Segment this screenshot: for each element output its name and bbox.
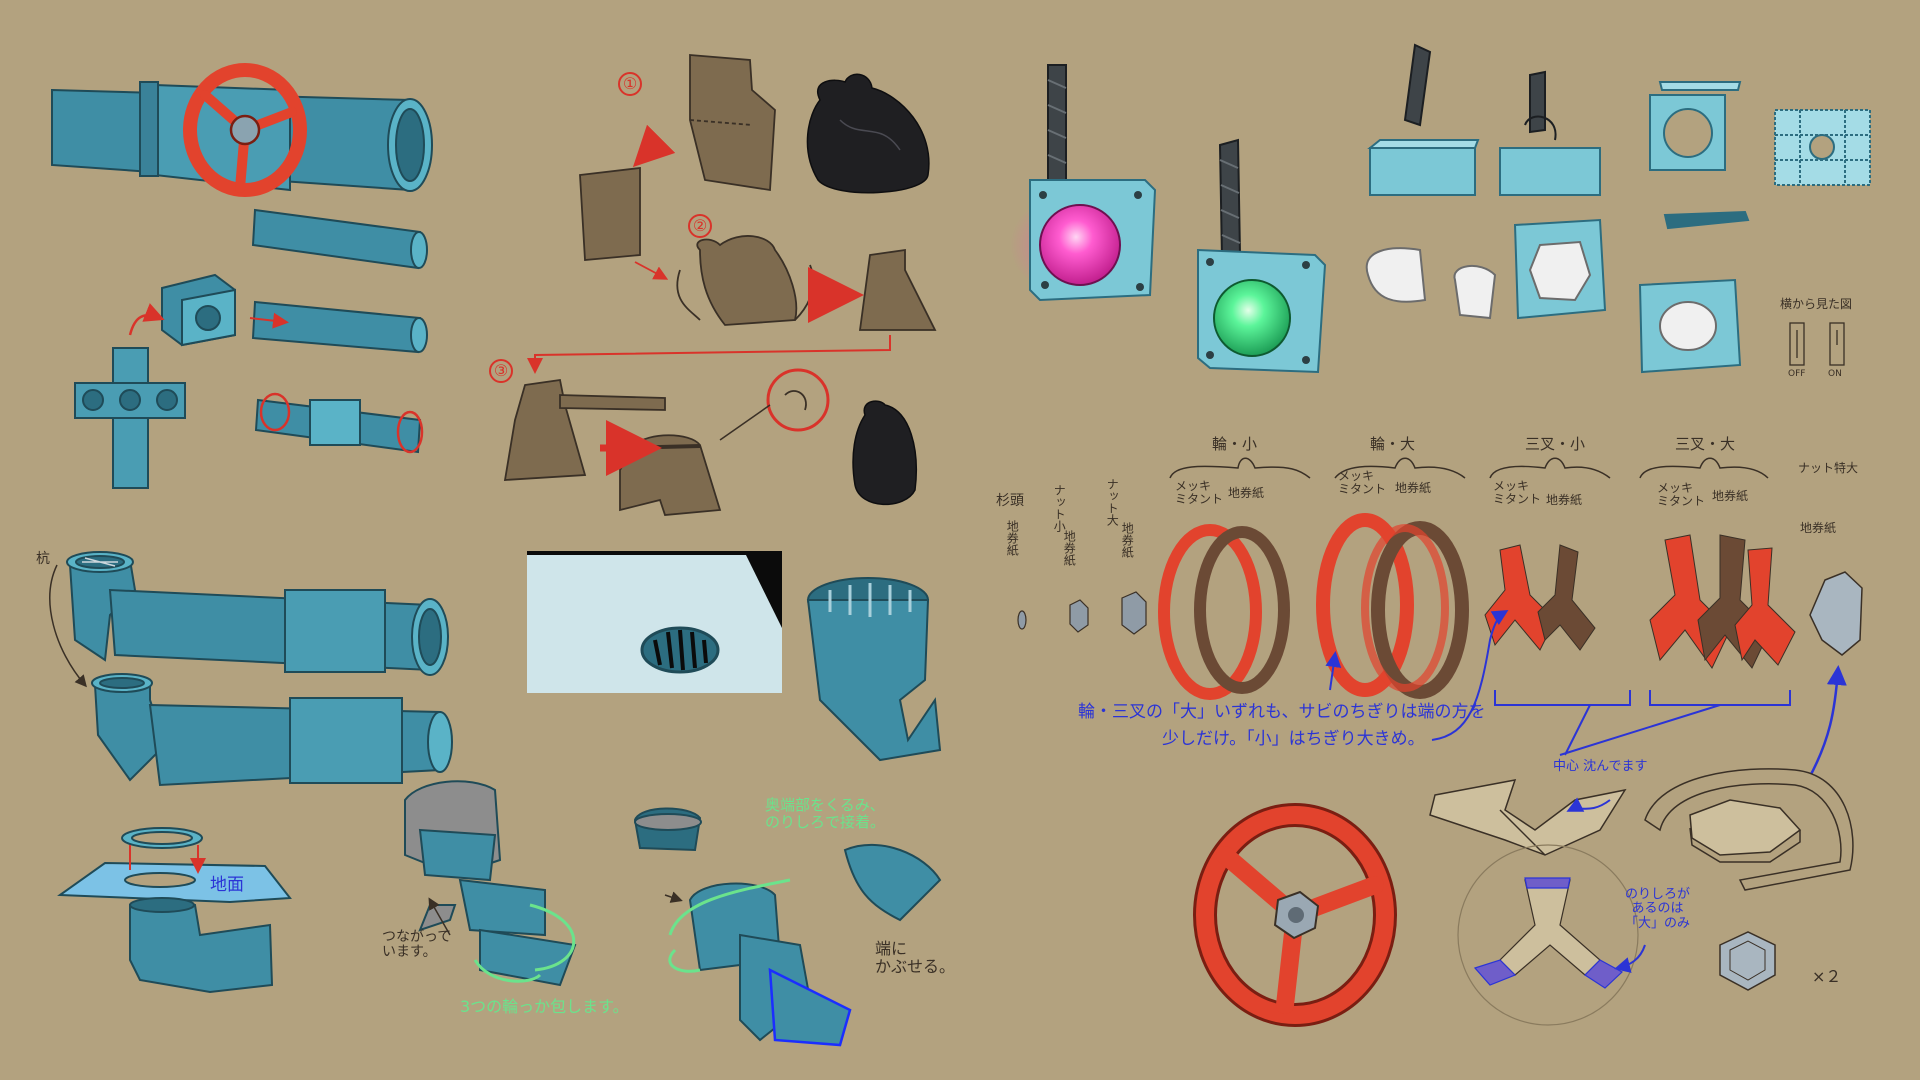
center-fold-note: 中心 沈んでます xyxy=(1553,760,1647,774)
stake-label: 杭 xyxy=(36,552,50,567)
black-bag-tied-icon xyxy=(853,401,916,504)
nut-extra-large-part xyxy=(1810,572,1862,655)
elbow-pipe-upper xyxy=(67,552,448,675)
elbow-pipe-lower xyxy=(92,674,452,785)
tri-fold-sketch xyxy=(1430,780,1625,855)
ring-small-paper-label: 地券紙 xyxy=(1228,487,1264,500)
tri-plate-sketch xyxy=(1458,845,1645,1025)
wrap-inside-note: 奥端部をくるみ、 のりしろで接着。 xyxy=(765,797,885,830)
lamp-pink xyxy=(1010,65,1155,300)
tri-large-part xyxy=(1650,535,1795,668)
ground-insert-assembly xyxy=(60,828,290,992)
bag-step-2 xyxy=(635,236,935,330)
cover-edge-note: 端に かぶせる。 xyxy=(875,940,955,975)
drain-grate-icon xyxy=(642,628,718,672)
step-number-2: ② xyxy=(688,214,712,238)
tri-small-plating-label: メッキ ミタント xyxy=(1493,480,1541,506)
nut-extra-large-label: ナット特大 xyxy=(1798,462,1858,475)
pipe-with-grate xyxy=(808,578,940,760)
side-view-diagram xyxy=(1790,323,1844,365)
times-two-label: ×２ xyxy=(1812,968,1841,986)
lamp-green xyxy=(1198,140,1325,372)
step-number-1: ① xyxy=(618,72,642,96)
valve-pipe-assembly xyxy=(52,70,432,191)
tri-large-paper-label: 地券紙 xyxy=(1712,490,1748,503)
pipe-cube-joint xyxy=(162,275,235,345)
bag-step-1 xyxy=(580,55,775,260)
tri-small-part xyxy=(1485,545,1595,650)
cedar-head-paper-label: 地券紙 xyxy=(1005,520,1018,580)
rust-note-line1: 輪・三叉の「大」いずれも、サビのちぎりは端の方を xyxy=(1078,703,1486,722)
side-view-label: 横から見た図 xyxy=(1780,298,1852,311)
ring-small-label: 輪・小 xyxy=(1212,436,1257,453)
tri-large-label: 三叉・大 xyxy=(1675,436,1735,453)
tri-small-paper-label: 地券紙 xyxy=(1546,494,1582,507)
ring-large-label: 輪・大 xyxy=(1370,436,1415,453)
step-number-3: ③ xyxy=(489,359,513,383)
step-3-guide-line xyxy=(535,335,890,370)
black-bag-icon xyxy=(807,74,928,192)
nut-small-part xyxy=(1070,600,1088,632)
ground-label: 地面 xyxy=(210,876,244,895)
ring-small-plating-label: メッキ ミタント xyxy=(1175,480,1223,506)
off-label: OFF xyxy=(1788,370,1805,380)
cube-unfolded-net xyxy=(75,348,185,488)
cedar-head-part xyxy=(1018,611,1026,629)
pipe-rotating-assembly xyxy=(256,394,422,452)
ring-large-paper-label: 地券紙 xyxy=(1395,482,1431,495)
grate-panel xyxy=(527,553,782,693)
nut-small-paper-label: 地券紙 xyxy=(1062,530,1075,585)
hexagon-band-sketch xyxy=(1645,769,1853,890)
parts-list xyxy=(1018,458,1862,780)
ring-large-plating-label: メッキ ミタント xyxy=(1338,470,1386,496)
valve-wheel-large-icon xyxy=(1205,815,1385,1015)
glue-margin-note: のりしろが あるのは 「大」のみ xyxy=(1625,888,1690,931)
pink-lamp-bulb xyxy=(1040,205,1120,285)
nut-large-part xyxy=(1122,592,1146,634)
construction-right xyxy=(635,808,940,1045)
three-rings-note: 3つの輪っか包します。 xyxy=(460,998,629,1016)
cedar-head-label: 杉頭 xyxy=(996,494,1024,509)
connected-note: つながって います。 xyxy=(382,930,451,961)
nut-large-paper-label: 地券紙 xyxy=(1120,522,1133,577)
pipe-segment-2 xyxy=(250,302,427,352)
on-label: ON xyxy=(1828,370,1842,380)
ring-large-part xyxy=(1323,520,1462,692)
tri-small-label: 三叉・小 xyxy=(1525,436,1585,453)
bag-step-3 xyxy=(505,370,828,515)
ring-small-part xyxy=(1164,530,1284,694)
nut-large-label: ナット大 xyxy=(1105,478,1118,523)
tri-large-plating-label: メッキ ミタント xyxy=(1657,482,1705,508)
pipe-segment-1 xyxy=(253,210,427,268)
green-lamp-bulb xyxy=(1214,280,1290,356)
rust-note-line2: 少しだけ。「小」はちぎり大きめ。 xyxy=(1162,730,1425,749)
nut-small-label: ナット小 xyxy=(1052,484,1065,529)
nut-extra-large-paper-label: 地券紙 xyxy=(1800,522,1836,535)
